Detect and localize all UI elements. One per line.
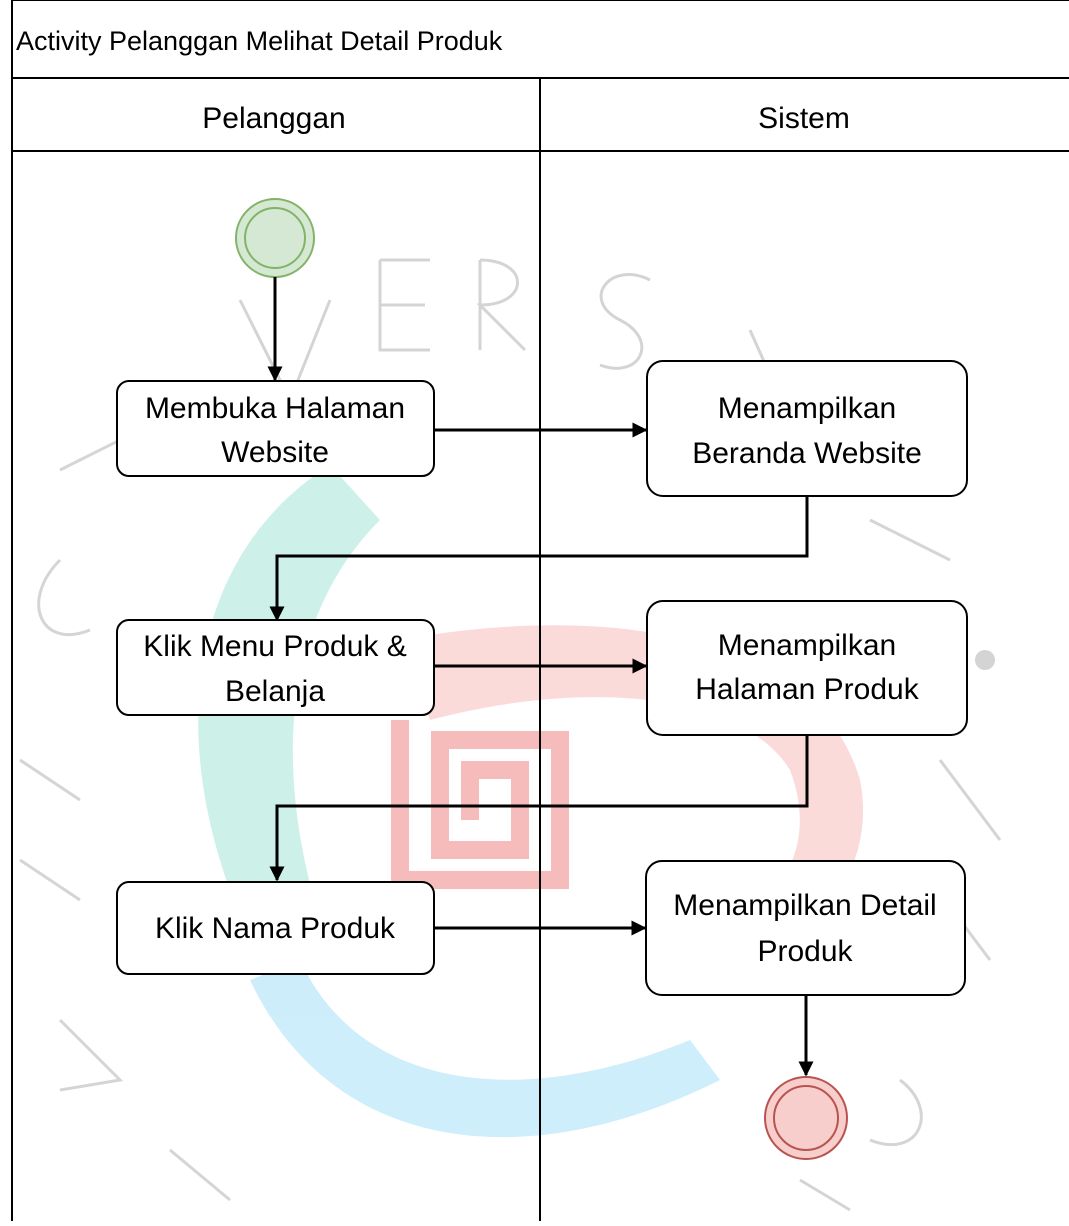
svg-text:Belanja: Belanja [225, 675, 325, 708]
svg-text:Klik Nama Produk: Klik Nama Produk [155, 912, 396, 945]
edge-n4-to-n5 [269, 735, 809, 882]
svg-text:Website: Website [221, 436, 329, 469]
edges [267, 277, 814, 1077]
svg-text:Membuka Halaman: Membuka Halaman [145, 392, 405, 425]
svg-text:Halaman Produk: Halaman Produk [695, 673, 919, 706]
action-node-membuka-halaman-website: Membuka Halaman Website [116, 380, 435, 477]
action-node-klik-nama-produk: Klik Nama Produk [116, 881, 435, 975]
watermark-logo [391, 720, 569, 889]
watermark-blue-arc [250, 960, 720, 1138]
svg-text:Menampilkan: Menampilkan [718, 392, 896, 425]
svg-text:Beranda Website: Beranda Website [692, 437, 922, 470]
svg-text:Menampilkan: Menampilkan [718, 629, 896, 662]
diagram-frame [11, 0, 1069, 1221]
lane-header-pelanggan: Pelanggan [202, 102, 345, 135]
action-node-menampilkan-halaman-produk: Menampilkan Halaman Produk [646, 600, 968, 736]
diagram-title: Activity Pelanggan Melihat Detail Produk [16, 26, 503, 56]
watermark-letters [19, 258, 1002, 1212]
start-node [235, 198, 315, 278]
svg-text:Klik Menu Produk &: Klik Menu Produk & [143, 630, 406, 663]
action-node-menampilkan-detail-produk: Menampilkan Detail Produk [645, 860, 966, 996]
end-node [764, 1076, 848, 1160]
svg-text:Produk: Produk [757, 935, 853, 968]
action-node-menampilkan-beranda-website: Menampilkan Beranda Website [646, 360, 968, 497]
lane-header-sistem: Sistem [758, 102, 850, 135]
edge-n2-to-n3 [269, 497, 809, 622]
svg-text:Menampilkan Detail: Menampilkan Detail [673, 889, 936, 922]
action-node-klik-menu-produk-belanja: Klik Menu Produk & Belanja [116, 619, 435, 716]
